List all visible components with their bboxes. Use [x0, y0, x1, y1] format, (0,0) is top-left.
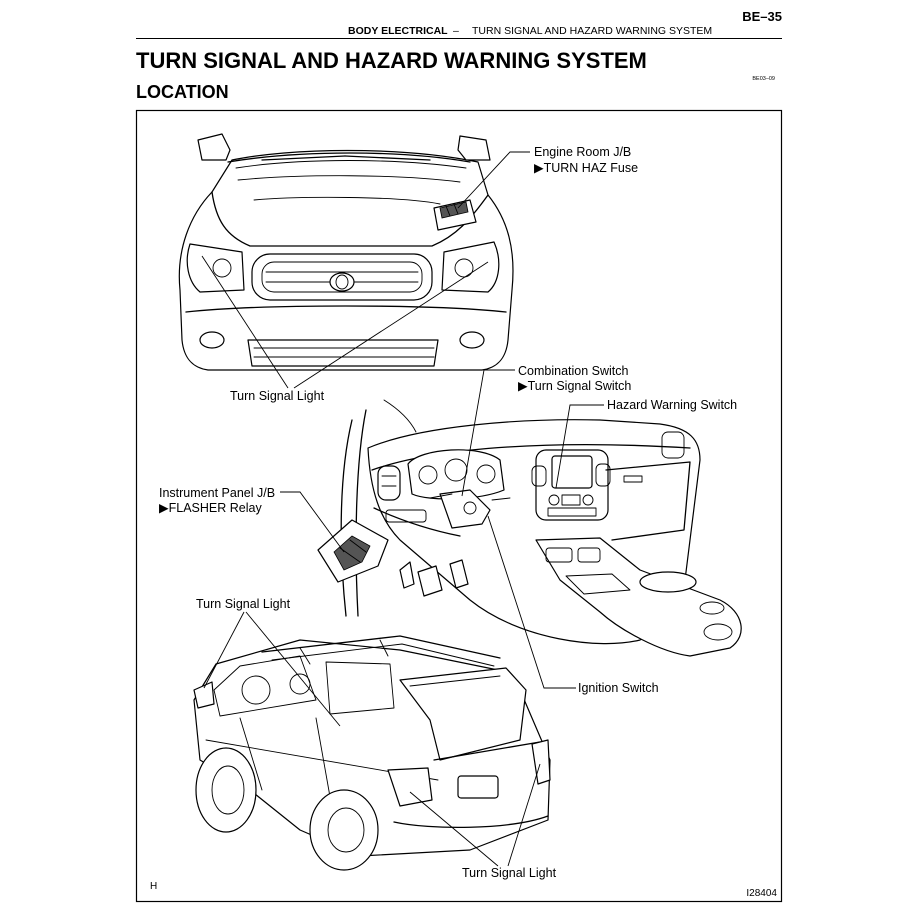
- header-section: BODY ELECTRICAL: [348, 25, 448, 37]
- leader-turn-signal-light-front-right: [293, 261, 489, 389]
- leader-turn-signal-light-front-left: [201, 255, 289, 389]
- callout-turn-signal-light-side: Turn Signal Light: [196, 597, 291, 611]
- callout-engine-room-jb-name: Engine Room J/B: [534, 145, 631, 159]
- figure-frame: [135, 109, 783, 903]
- running-header: BODY ELECTRICAL – TURN SIGNAL AND HAZARD…: [136, 9, 782, 39]
- figure-corner-mark: H: [150, 881, 157, 892]
- header-separator: –: [453, 25, 459, 37]
- vehicle-front-drawing: [178, 133, 514, 371]
- leader-turn-signal-light-rear-left: [409, 791, 499, 867]
- callout-instrument-panel-jb-part: ▶FLASHER Relay: [159, 501, 262, 515]
- callout-combination-switch-name: Combination Switch: [518, 364, 629, 378]
- callout-hazard-warning-switch: Hazard Warning Switch: [607, 398, 737, 412]
- page-title: TURN SIGNAL AND HAZARD WARNING SYSTEM: [136, 48, 647, 73]
- leader-engine-room-jb: [457, 151, 530, 209]
- header-subsection: TURN SIGNAL AND HAZARD WARNING SYSTEM: [472, 25, 712, 37]
- callout-turn-signal-light-rear: Turn Signal Light: [462, 866, 557, 880]
- instrument-panel-drawing: [317, 399, 742, 657]
- leader-instrument-panel-jb: [280, 491, 345, 553]
- callout-combination-switch-part: ▶Turn Signal Switch: [518, 379, 631, 393]
- leader-turn-signal-light-side-a: [203, 611, 245, 689]
- page-subtitle: LOCATION: [136, 82, 229, 102]
- figure-id: I28404: [746, 888, 777, 899]
- leader-turn-signal-light-rear-right: [507, 763, 541, 867]
- callout-engine-room-jb-part: ▶TURN HAZ Fuse: [534, 161, 638, 175]
- header-page-number: BE–35: [742, 9, 782, 24]
- leader-hazard-warning-switch: [555, 404, 604, 489]
- leader-combination-switch: [461, 369, 515, 497]
- leader-ignition-switch: [487, 515, 576, 689]
- callout-turn-signal-light-front: Turn Signal Light: [230, 389, 325, 403]
- callout-ignition-switch: Ignition Switch: [578, 681, 659, 695]
- leader-turn-signal-light-side-b: [245, 611, 341, 727]
- callout-engine-room-jb: Engine Room J/B ▶TURN HAZ Fuse: [534, 145, 638, 175]
- callout-combination-switch: Combination Switch ▶Turn Signal Switch: [518, 364, 631, 393]
- document-code: BE03–09: [752, 76, 775, 82]
- leader-lines: [201, 151, 604, 867]
- vehicle-rear-drawing: [193, 635, 551, 871]
- callout-instrument-panel-jb: Instrument Panel J/B ▶FLASHER Relay: [159, 486, 275, 515]
- callout-instrument-panel-jb-name: Instrument Panel J/B: [159, 486, 275, 500]
